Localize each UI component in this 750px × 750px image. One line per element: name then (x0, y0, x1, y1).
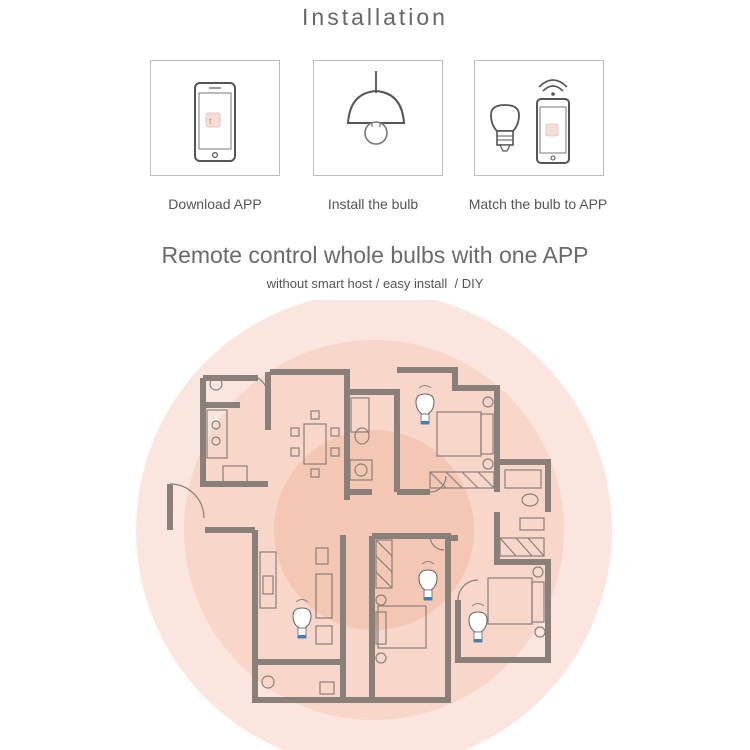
step-install-bulb-label: Install the bulb (327, 196, 419, 212)
step-download-app-card: t (150, 60, 280, 176)
bulb-marker-bedroom-1 (415, 385, 435, 425)
bulb-phone-wifi-icon (490, 79, 570, 164)
step-match-bulb-card (474, 60, 604, 176)
ceiling-bulb-icon (346, 71, 406, 145)
bulb-marker-bedroom-3 (468, 603, 488, 643)
step-install-bulb-card (313, 60, 443, 176)
step-download-app-label: Download APP (168, 196, 262, 212)
step-match-bulb-label: Match the bulb to APP (468, 196, 608, 212)
bulb-marker-living-room (292, 599, 312, 639)
bulb-marker-bedroom-2 (418, 561, 438, 601)
floor-plan-furniture (169, 377, 546, 695)
floor-plan-illustration (136, 300, 612, 750)
feature-headline: Remote control whole bulbs with one APP (161, 242, 589, 268)
installation-title: Installation (302, 4, 448, 30)
svg-text:t: t (209, 116, 212, 126)
phone-app-icon: t (194, 82, 236, 162)
feature-subline: without smart host / easy install / DIY (266, 276, 484, 291)
floor-plan-walls (167, 367, 551, 703)
